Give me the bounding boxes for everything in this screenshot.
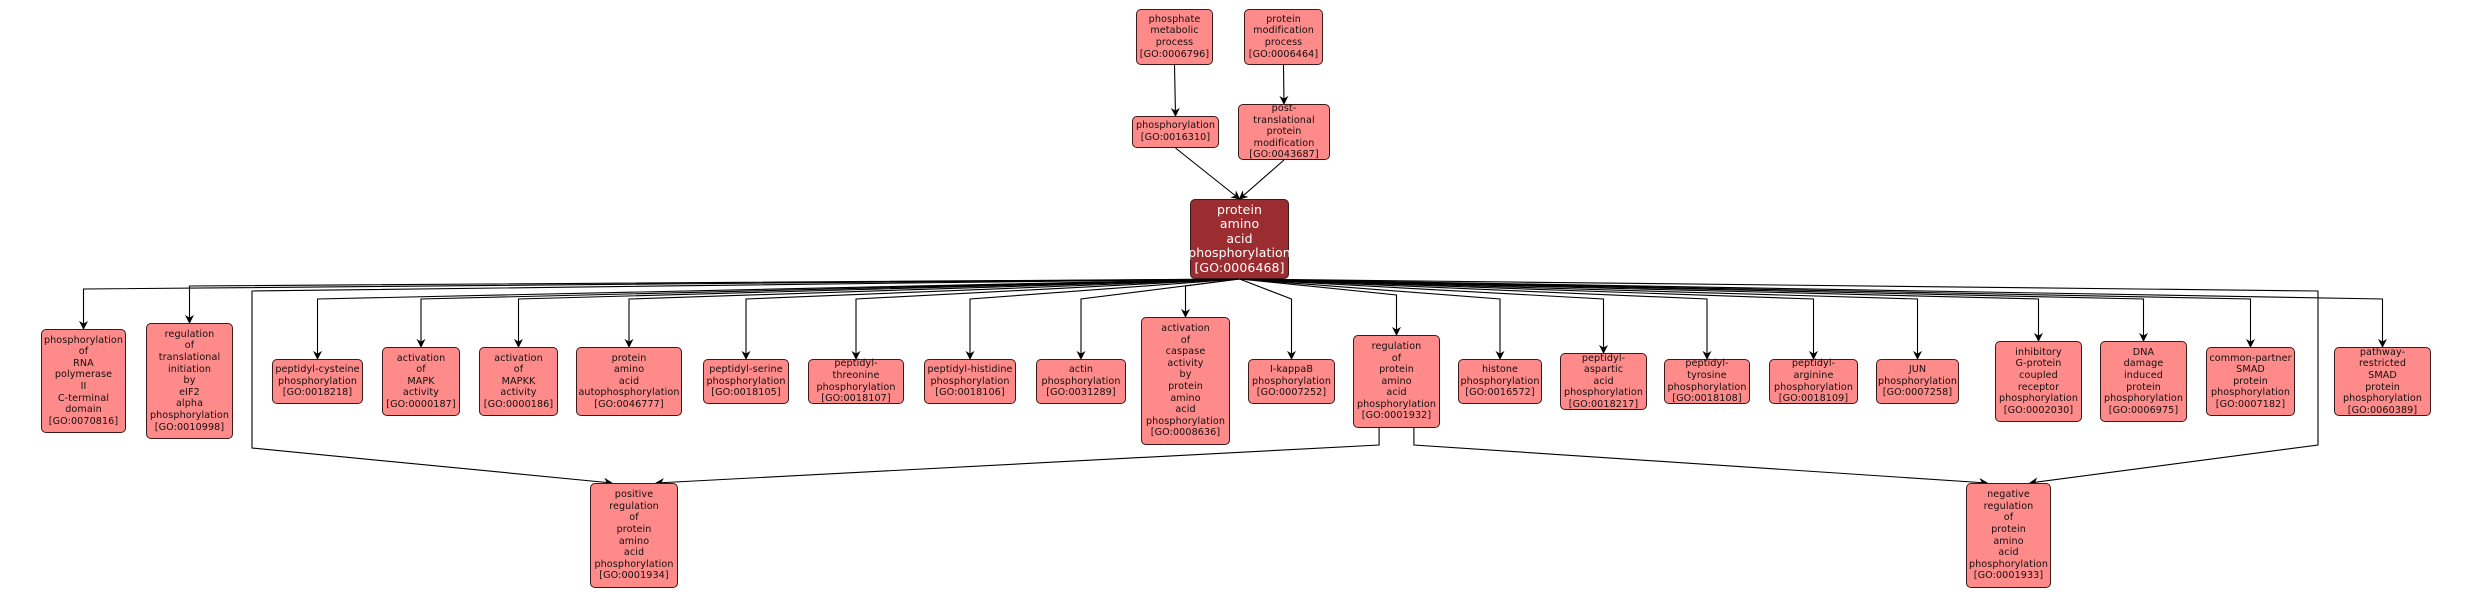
go-term-node[interactable]: JUN phosphorylation [GO:0007258] bbox=[1876, 359, 1959, 404]
node-label: peptidyl-threonine phosphorylation [GO:0… bbox=[816, 358, 896, 405]
edge-arrow bbox=[1279, 64, 1289, 105]
node-label: JUN phosphorylation [GO:0007258] bbox=[1877, 364, 1958, 399]
node-label: negative regulation of protein amino aci… bbox=[1968, 489, 2049, 582]
node-label: phosphorylation [GO:0016310] bbox=[1135, 120, 1216, 143]
go-term-node[interactable]: activation of caspase activity by protei… bbox=[1141, 317, 1230, 445]
go-term-node[interactable]: post-translational protein modification … bbox=[1238, 103, 1330, 161]
node-label: activation of caspase activity by protei… bbox=[1145, 323, 1226, 439]
edge-arrow bbox=[416, 278, 1240, 348]
node-label: regulation of protein amino acid phospho… bbox=[1356, 340, 1437, 422]
focus-go-term-node[interactable]: protein amino acid phosphorylation [GO:0… bbox=[1188, 199, 1291, 279]
go-term-node[interactable]: actin phosphorylation [GO:0031289] bbox=[1036, 359, 1126, 404]
go-term-node[interactable]: peptidyl-cysteine phosphorylation [GO:00… bbox=[272, 359, 363, 404]
go-term-node[interactable]: histone phosphorylation [GO:0016572] bbox=[1458, 359, 1542, 404]
go-term-node[interactable]: activation of MAPK activity [GO:0000187] bbox=[382, 347, 460, 416]
node-label: peptidyl-serine phosphorylation [GO:0018… bbox=[706, 364, 786, 399]
edge-arrow bbox=[1239, 278, 1401, 336]
go-term-node[interactable]: I-kappaB phosphorylation [GO:0007252] bbox=[1248, 359, 1335, 404]
node-label: I-kappaB phosphorylation [GO:0007252] bbox=[1251, 364, 1332, 399]
go-term-node[interactable]: activation of MAPKK activity [GO:0000186… bbox=[479, 347, 558, 416]
edge-arrow bbox=[851, 278, 1240, 360]
edge-arrow bbox=[1239, 278, 1296, 360]
node-label: peptidyl-aspartic acid phosphorylation [… bbox=[1563, 352, 1644, 410]
edge-arrow bbox=[965, 278, 1240, 360]
node-label: protein amino acid autophosphorylation [… bbox=[578, 352, 680, 410]
edge-arrow bbox=[514, 278, 1240, 348]
edge-arrow bbox=[1181, 278, 1240, 318]
edge-arrow bbox=[1239, 278, 2043, 342]
node-label: positive regulation of protein amino aci… bbox=[594, 489, 674, 582]
node-label: histone phosphorylation [GO:0016572] bbox=[1460, 364, 1540, 399]
go-term-node[interactable]: regulation of translational initiation b… bbox=[146, 323, 233, 439]
edge-arrow bbox=[1239, 278, 1922, 360]
go-term-node[interactable]: protein modification process [GO:0006464… bbox=[1244, 9, 1323, 65]
node-label: peptidyl-tyrosine phosphorylation [GO:00… bbox=[1667, 358, 1747, 405]
edge-arrow bbox=[251, 278, 1240, 487]
go-term-node[interactable]: regulation of protein amino acid phospho… bbox=[1353, 335, 1440, 428]
node-label: inhibitory G-protein coupled receptor ph… bbox=[1998, 346, 2079, 416]
edge-arrow bbox=[1413, 428, 1989, 487]
edge-arrow bbox=[1239, 278, 1608, 354]
edge-arrow bbox=[1239, 278, 2387, 348]
go-term-node[interactable]: peptidyl-aspartic acid phosphorylation [… bbox=[1560, 353, 1647, 410]
edge-arrow bbox=[79, 278, 1240, 330]
go-term-node[interactable]: peptidyl-tyrosine phosphorylation [GO:00… bbox=[1664, 358, 1750, 405]
node-label: protein modification process [GO:0006464… bbox=[1248, 13, 1319, 60]
go-term-node[interactable]: common-partner SMAD protein phosphorylat… bbox=[2206, 347, 2295, 416]
node-label: phosphorylation of RNA polymerase II C-t… bbox=[43, 334, 124, 427]
go-term-node[interactable]: peptidyl-threonine phosphorylation [GO:0… bbox=[808, 358, 904, 405]
node-label: actin phosphorylation [GO:0031289] bbox=[1041, 364, 1121, 399]
edge-arrow bbox=[313, 278, 1240, 360]
go-term-node[interactable]: DNA damage induced protein phosphorylati… bbox=[2100, 341, 2187, 422]
node-label: common-partner SMAD protein phosphorylat… bbox=[2209, 352, 2292, 410]
node-label: phosphate metabolic process [GO:0006796] bbox=[1139, 13, 1210, 60]
go-term-node[interactable]: positive regulation of protein amino aci… bbox=[590, 483, 678, 588]
edge-arrow bbox=[1239, 278, 2255, 348]
node-label: regulation of translational initiation b… bbox=[149, 328, 230, 433]
edge-arrow bbox=[1239, 278, 1505, 360]
node-label: peptidyl-histidine phosphorylation [GO:0… bbox=[927, 364, 1013, 399]
go-term-node[interactable]: phosphorylation [GO:0016310] bbox=[1132, 116, 1219, 148]
edge-arrow bbox=[1238, 159, 1285, 200]
edge-arrow bbox=[1239, 278, 1818, 360]
edge-arrow bbox=[741, 278, 1240, 360]
go-term-node[interactable]: peptidyl-arginine phosphorylation [GO:00… bbox=[1769, 358, 1858, 405]
edge-arrow bbox=[1239, 278, 1712, 360]
node-label: DNA damage induced protein phosphorylati… bbox=[2103, 346, 2184, 416]
go-term-node[interactable]: phosphate metabolic process [GO:0006796] bbox=[1136, 9, 1213, 65]
go-term-node[interactable]: phosphorylation of RNA polymerase II C-t… bbox=[41, 329, 126, 433]
edge-arrow bbox=[1175, 147, 1241, 200]
go-term-node[interactable]: negative regulation of protein amino aci… bbox=[1966, 483, 2051, 588]
edge-arrow bbox=[1170, 64, 1180, 117]
edge-arrow bbox=[655, 428, 1380, 488]
node-label: activation of MAPKK activity [GO:0000186… bbox=[483, 352, 554, 410]
node-label: activation of MAPK activity [GO:0000187] bbox=[386, 352, 456, 410]
edge-arrow bbox=[1239, 278, 2148, 342]
go-term-node[interactable]: peptidyl-serine phosphorylation [GO:0018… bbox=[703, 359, 789, 404]
node-label: protein amino acid phosphorylation [GO:0… bbox=[1188, 201, 1291, 275]
go-term-node[interactable]: inhibitory G-protein coupled receptor ph… bbox=[1995, 341, 2082, 422]
go-term-node[interactable]: pathway-restricted SMAD protein phosphor… bbox=[2334, 347, 2431, 416]
edge-arrow bbox=[185, 278, 1240, 324]
node-label: peptidyl-cysteine phosphorylation [GO:00… bbox=[275, 364, 360, 399]
node-label: pathway-restricted SMAD protein phosphor… bbox=[2342, 346, 2423, 416]
go-term-node[interactable]: protein amino acid autophosphorylation [… bbox=[576, 347, 682, 416]
edge-arrow bbox=[1239, 278, 2319, 487]
edge-arrow bbox=[624, 278, 1240, 348]
node-label: peptidyl-arginine phosphorylation [GO:00… bbox=[1773, 358, 1854, 405]
node-label: post-translational protein modification … bbox=[1249, 103, 1319, 161]
go-term-node[interactable]: peptidyl-histidine phosphorylation [GO:0… bbox=[924, 359, 1016, 404]
